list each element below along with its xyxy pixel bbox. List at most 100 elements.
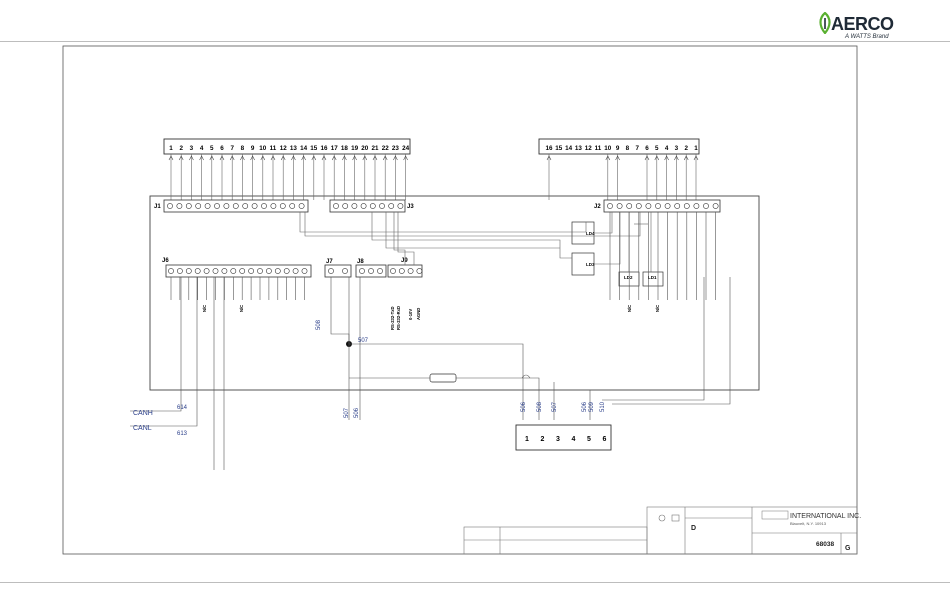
arrow-marker xyxy=(168,155,174,161)
drawing-number: 68038 xyxy=(816,541,834,548)
connector-pin xyxy=(185,268,192,274)
svg-text:506: 506 xyxy=(582,401,588,412)
terminal-label: 6 xyxy=(603,436,607,443)
connector-pin xyxy=(398,268,405,274)
top-right-wires xyxy=(546,154,699,200)
revision-letter: G xyxy=(845,545,851,552)
terminal-label: 15 xyxy=(310,145,318,152)
canh-wire xyxy=(130,277,182,412)
signal-wires xyxy=(330,277,731,420)
canl-wire xyxy=(130,277,198,427)
brand-tagline: A WATTS Brand xyxy=(845,34,889,40)
terminal-label: 15 xyxy=(555,145,563,152)
terminal-label: 19 xyxy=(351,145,359,152)
connector-pin xyxy=(333,203,339,209)
connector-pin xyxy=(239,268,246,274)
arrow-marker xyxy=(372,155,378,161)
terminal-label: 23 xyxy=(392,145,400,152)
terminal-label: 9 xyxy=(251,145,255,152)
terminal-label: 1 xyxy=(694,145,698,152)
canl-wire-number: 613 xyxy=(177,431,188,437)
j2-label: J2 xyxy=(594,204,601,210)
connector-pin xyxy=(368,268,374,274)
terminal-label: 4 xyxy=(200,145,204,152)
arrow-marker xyxy=(664,155,669,161)
connector-pin xyxy=(242,203,249,209)
arrow-marker xyxy=(546,155,552,161)
terminal-label: 3 xyxy=(556,436,560,443)
j6-connector xyxy=(165,264,312,278)
svg-text:N/C: N/C xyxy=(239,305,244,312)
svg-text:N/C: N/C xyxy=(655,305,660,312)
connector-pin xyxy=(703,203,709,209)
arrow-marker xyxy=(362,155,368,161)
terminal-label: 18 xyxy=(341,145,349,152)
connector-pin xyxy=(176,268,183,274)
arrow-marker xyxy=(393,155,398,161)
connector-pin xyxy=(342,268,348,274)
aerco-leaf-icon xyxy=(819,12,831,34)
connector-pin xyxy=(279,203,286,209)
ld2-label: LD2 xyxy=(624,275,633,280)
connector-pin xyxy=(257,268,263,274)
terminal-label: 10 xyxy=(604,145,612,152)
ld1-relay xyxy=(642,271,664,287)
arrow-marker xyxy=(352,155,357,161)
arrow-marker xyxy=(674,155,679,161)
connector-pin xyxy=(168,268,174,274)
terminal-label: 17 xyxy=(331,145,339,152)
terminal-label: 11 xyxy=(270,145,277,152)
terminal-label: 5 xyxy=(210,145,214,152)
arrow-marker xyxy=(311,155,317,161)
svg-text:0-10V: 0-10V xyxy=(408,309,413,320)
arrow-marker xyxy=(229,155,235,161)
arrow-marker xyxy=(693,155,699,161)
company-city: Blauvelt, N.Y. 10913 xyxy=(790,521,827,526)
connector-pin xyxy=(167,203,173,209)
ld4-label: LD4 xyxy=(586,231,595,236)
connector-pin xyxy=(693,203,700,209)
terminal-label: 13 xyxy=(290,145,298,152)
connector-pin xyxy=(248,268,254,274)
terminal-label: 20 xyxy=(361,145,369,152)
wire-number-labels: 508 507 507 506 506 508 507 506 509 510 xyxy=(316,319,606,418)
connector-pin xyxy=(342,203,349,209)
connector-pin xyxy=(298,203,305,209)
svg-text:AGND: AGND xyxy=(416,308,421,320)
connector-pin xyxy=(407,268,414,274)
arrow-marker xyxy=(260,155,266,161)
connector-pin xyxy=(301,268,308,274)
terminal-label: 1 xyxy=(525,436,529,443)
j3-label: J3 xyxy=(407,204,414,210)
connector-pin xyxy=(397,203,404,209)
arrow-marker xyxy=(605,155,611,161)
connector-pin xyxy=(261,203,267,209)
terminal-label: 4 xyxy=(665,145,669,152)
arrow-marker xyxy=(250,155,255,161)
connector-pin xyxy=(607,203,613,209)
terminal-label: 12 xyxy=(585,145,593,152)
arrow-marker xyxy=(301,155,306,161)
connector-pin xyxy=(223,203,230,209)
arrow-marker xyxy=(654,155,660,161)
connector-pin xyxy=(265,268,272,274)
sheet-border xyxy=(62,45,858,555)
connector-pin xyxy=(712,203,719,209)
terminal-label: 13 xyxy=(575,145,583,152)
arrow-marker xyxy=(209,155,215,161)
connector-pin xyxy=(274,268,281,274)
connector-pin xyxy=(360,203,367,209)
j2-drop-wires xyxy=(609,212,716,300)
connector-pin xyxy=(655,203,661,209)
connector-pin xyxy=(289,203,296,209)
terminal-label: 14 xyxy=(565,145,573,152)
terminal-label: 1 xyxy=(169,145,173,152)
terminal-label: 8 xyxy=(241,145,245,152)
company-logo-box xyxy=(761,510,789,520)
connector-pin xyxy=(230,268,237,274)
j7-j8-j9-pins xyxy=(328,268,423,274)
connector-pin xyxy=(251,203,258,209)
arrow-marker xyxy=(644,155,650,161)
